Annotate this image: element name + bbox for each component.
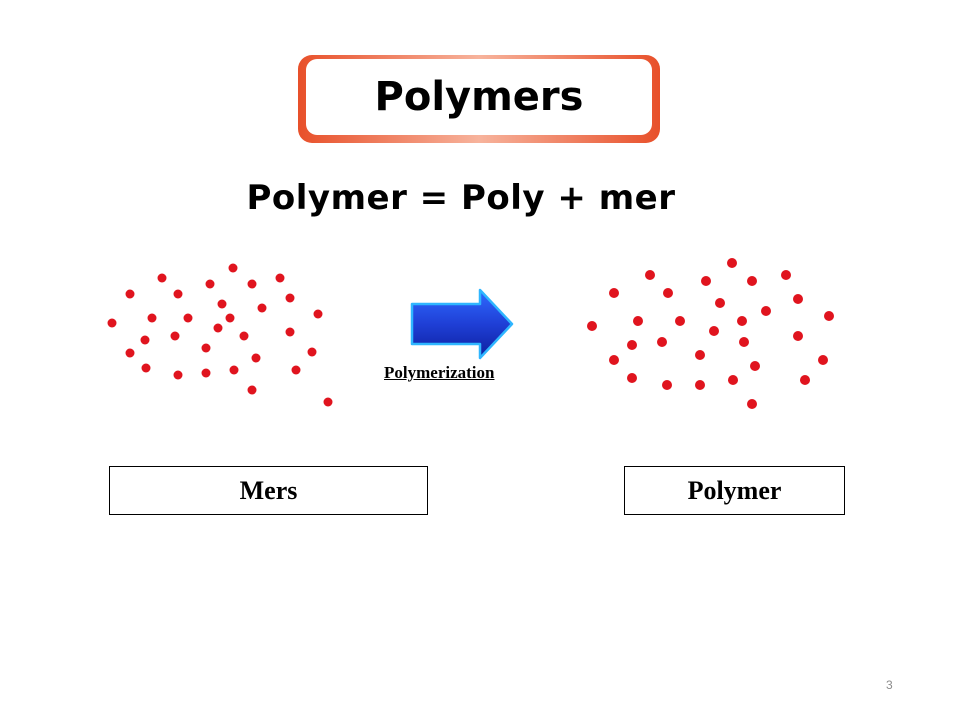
molecule-dot: [247, 385, 257, 395]
molecule-dot: [225, 313, 235, 323]
molecule-dot: [201, 368, 211, 378]
molecule-dot: [291, 365, 301, 375]
polymer-label-box: Polymer: [624, 466, 845, 515]
molecule-dot: [750, 361, 760, 371]
molecule-dot: [675, 316, 685, 326]
mers-label: Mers: [239, 475, 298, 505]
molecule-dot: [285, 293, 295, 303]
molecule-dot: [201, 343, 211, 353]
molecule-dot: [737, 316, 747, 326]
molecule-dot: [695, 350, 705, 360]
molecule-dot: [251, 353, 261, 363]
molecule-dot: [793, 331, 803, 341]
molecule-dot: [728, 375, 738, 385]
molecule-dot: [173, 289, 183, 299]
molecule-dot: [627, 373, 637, 383]
molecule-dot: [727, 258, 737, 268]
molecule-dot: [657, 337, 667, 347]
molecule-dot: [824, 311, 834, 321]
molecule-dot: [205, 279, 215, 289]
molecule-dot: [313, 309, 323, 319]
molecule-dot: [173, 370, 183, 380]
molecule-dot: [715, 298, 725, 308]
polymer-dot-cluster: [587, 258, 834, 409]
polymer-formula: Polymer = Poly + mer: [246, 178, 676, 218]
molecule-dot: [285, 327, 295, 337]
molecule-dot: [125, 289, 135, 299]
right-arrow-icon: [410, 288, 514, 360]
molecule-dot: [229, 365, 239, 375]
molecule-dot: [107, 318, 117, 328]
molecule-dot: [609, 355, 619, 365]
molecule-dot: [800, 375, 810, 385]
molecule-dot: [147, 313, 157, 323]
molecule-dot: [170, 331, 180, 341]
molecule-dot: [587, 321, 597, 331]
molecule-dot: [140, 335, 150, 345]
molecule-dot: [695, 380, 705, 390]
molecule-dot: [228, 263, 238, 273]
molecule-dot: [183, 313, 193, 323]
molecule-dot: [627, 340, 637, 350]
molecule-dot: [663, 288, 673, 298]
mers-dot-cluster: [107, 263, 333, 407]
molecule-dot: [217, 299, 227, 309]
molecule-dot: [739, 337, 749, 347]
molecule-dot: [747, 399, 757, 409]
molecule-dot: [257, 303, 267, 313]
molecule-dot: [747, 276, 757, 286]
molecule-dot: [818, 355, 828, 365]
molecule-dot: [157, 273, 167, 283]
molecule-dot: [213, 323, 223, 333]
molecule-dot: [125, 348, 135, 358]
molecule-dot: [275, 273, 285, 283]
molecule-dot: [633, 316, 643, 326]
molecule-dot: [247, 279, 257, 289]
molecule-dot: [701, 276, 711, 286]
molecule-dot: [761, 306, 771, 316]
slide-number: 3: [886, 678, 893, 692]
polymerization-label: Polymerization: [384, 363, 495, 382]
title-banner: Polymers: [298, 55, 660, 143]
slide-title: Polymers: [374, 74, 584, 120]
molecule-dot: [141, 363, 151, 373]
molecule-dot: [793, 294, 803, 304]
mers-label-box: Mers: [109, 466, 428, 515]
title-banner-inner: Polymers: [306, 59, 652, 135]
molecule-dot: [781, 270, 791, 280]
molecule-dot: [323, 397, 333, 407]
molecule-dot: [307, 347, 317, 357]
molecule-dot: [645, 270, 655, 280]
molecule-dot: [709, 326, 719, 336]
molecule-dot: [239, 331, 249, 341]
molecule-dot: [609, 288, 619, 298]
molecule-dot: [662, 380, 672, 390]
polymer-label: Polymer: [687, 475, 782, 505]
